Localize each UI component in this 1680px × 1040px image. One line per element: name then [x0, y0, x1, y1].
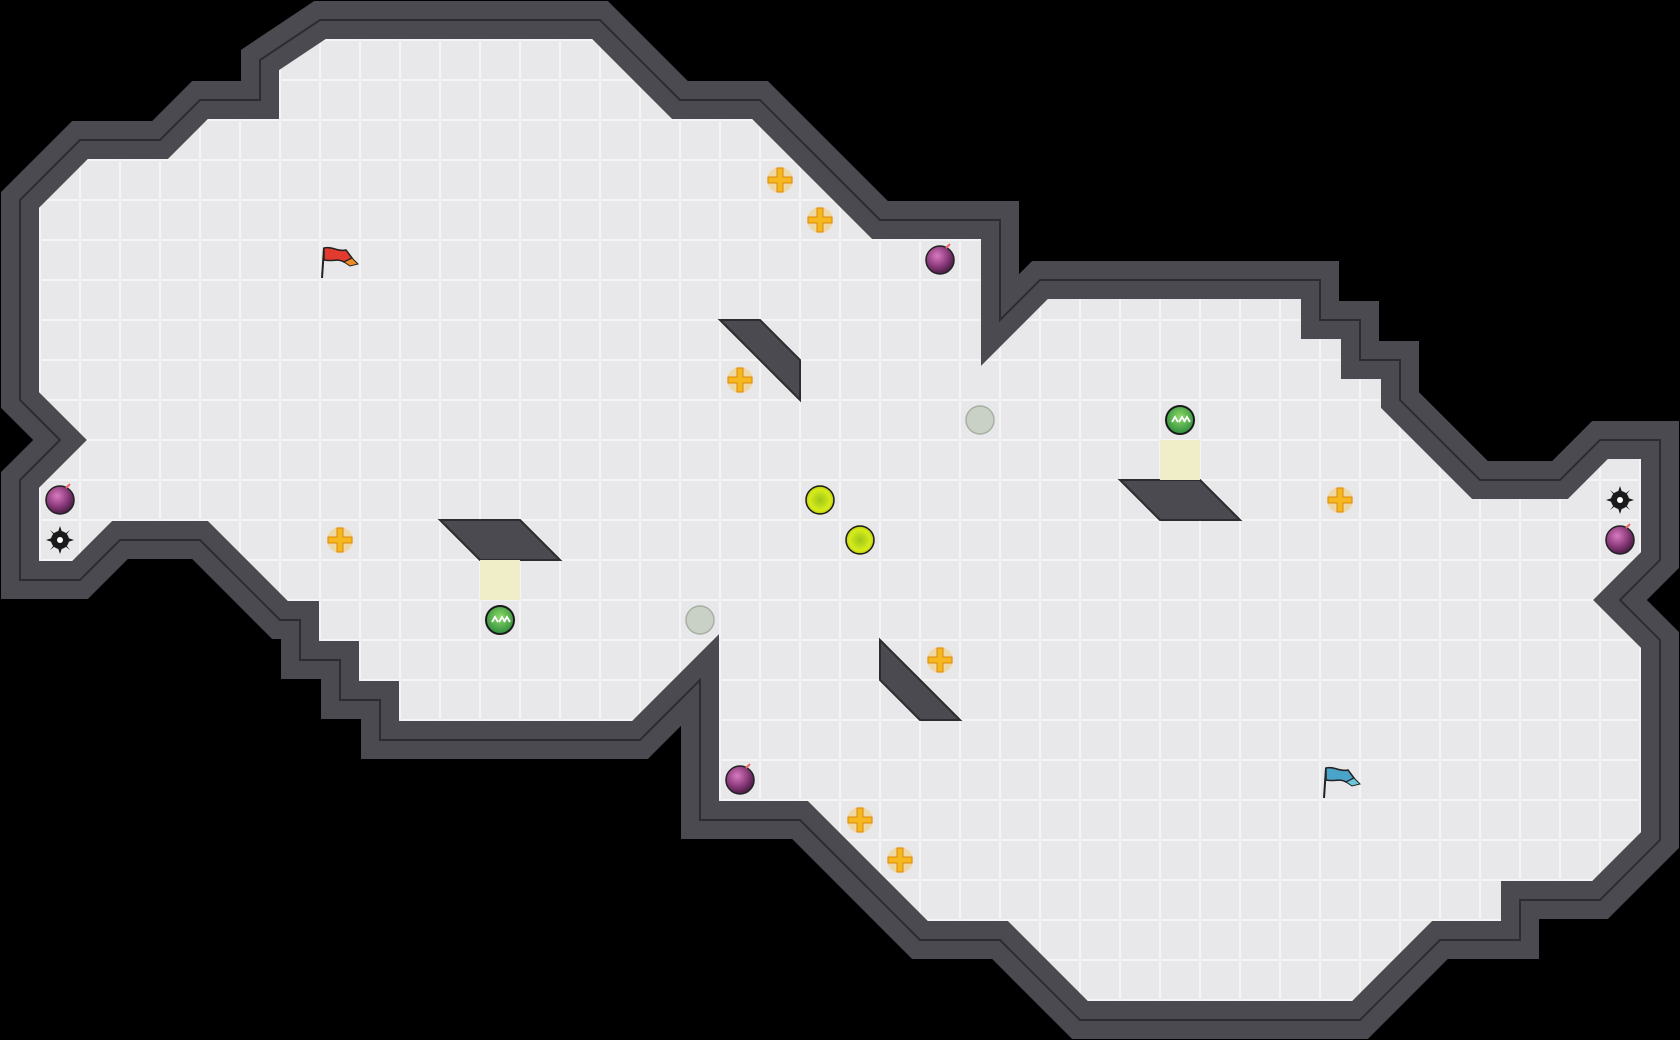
bombs: [45, 243, 1635, 795]
bomb-icon[interactable]: [725, 763, 755, 795]
team-tile-right: [1160, 440, 1200, 480]
boost-icon[interactable]: [1165, 405, 1195, 435]
inner-wall-lower: [879, 637, 963, 721]
arena-wall-edge: [19, 19, 1661, 1021]
red-flag-icon[interactable]: [321, 246, 359, 279]
powerup-icon[interactable]: [767, 167, 793, 193]
spike-icon[interactable]: [1606, 486, 1634, 514]
spikes: [46, 486, 1634, 554]
inner-wall-upper: [717, 319, 801, 403]
bomb-icon[interactable]: [45, 483, 75, 515]
powerup-icon[interactable]: [887, 847, 913, 873]
portals-inactive: [685, 405, 995, 635]
portal-active-icon[interactable]: [845, 525, 875, 555]
powerup-icon[interactable]: [847, 807, 873, 833]
powerup-icon[interactable]: [927, 647, 953, 673]
inner-walls: [437, 319, 1243, 721]
powerup-icon[interactable]: [1327, 487, 1353, 513]
portal-active-icon[interactable]: [805, 485, 835, 515]
powerup-icon[interactable]: [727, 367, 753, 393]
bomb-icon[interactable]: [925, 243, 955, 275]
powerup-icon[interactable]: [327, 527, 353, 553]
team-tiles: [480, 440, 1200, 600]
powerup-icon[interactable]: [807, 207, 833, 233]
flags: [321, 246, 1361, 799]
team-tile-left: [480, 560, 520, 600]
inner-wall-left: [437, 519, 563, 561]
boosts: [485, 405, 1195, 635]
blue-flag-icon[interactable]: [1323, 766, 1361, 799]
boost-icon[interactable]: [485, 605, 515, 635]
powerups: [327, 167, 1353, 873]
portal-inactive-icon[interactable]: [685, 605, 715, 635]
bomb-icon[interactable]: [1605, 523, 1635, 555]
portal-inactive-icon[interactable]: [965, 405, 995, 435]
portals-active: [805, 485, 875, 555]
spike-icon[interactable]: [46, 526, 74, 554]
